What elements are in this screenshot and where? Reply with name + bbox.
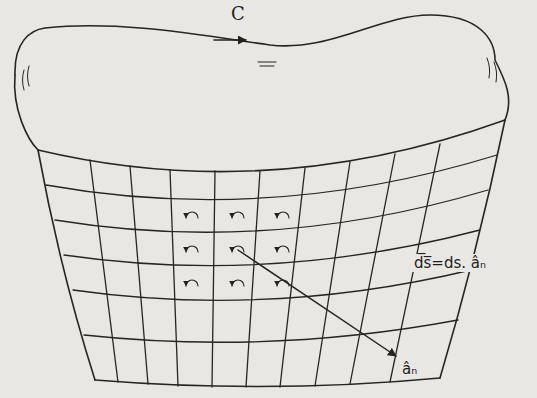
rim-left	[15, 75, 38, 150]
vector-label: d̅s̅=ds. âₙ	[412, 254, 488, 272]
normal-label-holder: âₙ	[402, 360, 417, 378]
surface-side	[440, 120, 505, 378]
surface-bottom	[95, 378, 440, 387]
rim-top	[15, 15, 509, 120]
vector-label-holder: d̅s̅=ds. âₙ	[412, 254, 488, 272]
normal-label: âₙ	[402, 360, 417, 378]
circulation-arrows	[186, 212, 289, 286]
rim-shading	[23, 58, 497, 90]
grid-lines	[46, 144, 497, 387]
direction-arrow	[214, 39, 246, 41]
contour-label-holder: C	[231, 3, 245, 24]
contour-label: C	[231, 3, 245, 24]
rim-lower-edge	[38, 120, 505, 172]
normal-vector	[238, 250, 396, 356]
